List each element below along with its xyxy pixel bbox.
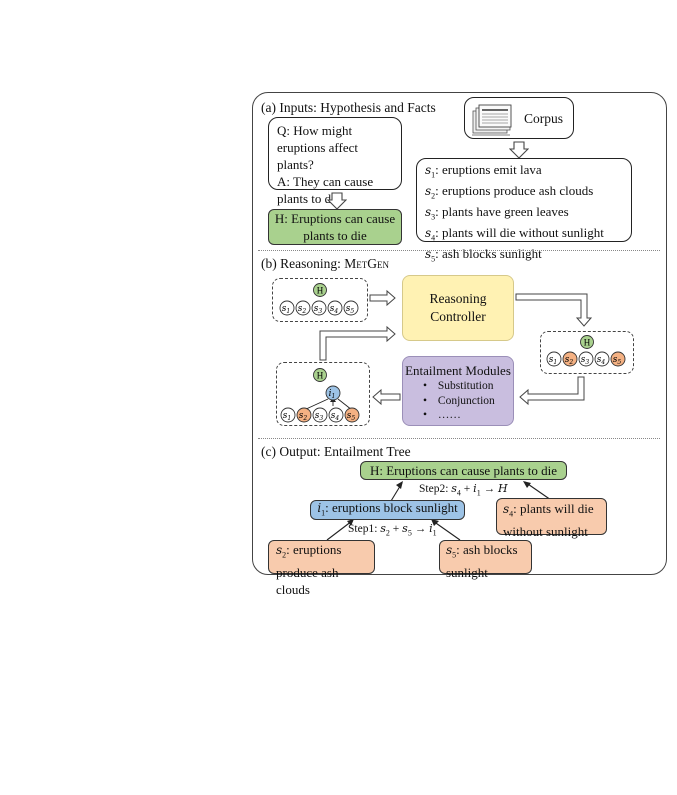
step2-label: Step2: s4 + i1 → H bbox=[419, 482, 508, 498]
fact-node-label: s1 bbox=[282, 304, 290, 315]
left-arrow-icon bbox=[372, 388, 401, 406]
node-i1 bbox=[325, 385, 341, 401]
bent-arrow-icon bbox=[319, 325, 396, 361]
fact-node-label: s5 bbox=[613, 355, 622, 366]
fact-node bbox=[546, 351, 562, 367]
fact-item: s3: plants have green leaves bbox=[425, 204, 569, 222]
node-h bbox=[313, 283, 327, 297]
newspaper-stack-icon bbox=[472, 104, 512, 136]
fact-node-label: s5 bbox=[347, 411, 356, 422]
hypothesis-text: H: Eruptions can cause plants to die bbox=[274, 211, 396, 243]
fact-node-label: s4 bbox=[330, 304, 339, 315]
section-c-title: (c) Output: Entailment Tree bbox=[261, 444, 411, 459]
node-h-label: H bbox=[317, 371, 324, 381]
fact-node bbox=[311, 300, 327, 316]
answer-text: A: They can cause plants to die bbox=[277, 174, 374, 206]
new-state-tree: H i1 s1 s2 s3 s4 s5 bbox=[280, 368, 360, 423]
modules-title: Entailment Modules bbox=[405, 363, 511, 378]
bent-arrow-icon bbox=[519, 376, 585, 406]
facts-box: s1: eruptions emit lava s2: eruptions pr… bbox=[416, 158, 632, 264]
fact-node-label: s4 bbox=[597, 355, 606, 366]
fact-node bbox=[578, 351, 594, 367]
module-item: • …… bbox=[423, 409, 461, 421]
down-arrow-icon bbox=[509, 141, 529, 159]
section-a-title: (a) Inputs: Hypothesis and Facts bbox=[261, 100, 436, 115]
section-divider bbox=[258, 438, 660, 439]
fact-item: s1: eruptions emit lava bbox=[425, 162, 542, 180]
initial-state-box bbox=[272, 278, 368, 322]
new-state-box bbox=[276, 362, 370, 426]
step1-label: Step1: s2 + s5 → i1 bbox=[348, 522, 437, 538]
figure-frame bbox=[252, 92, 667, 575]
fact-node-label: s3 bbox=[314, 304, 323, 315]
tree-leaf-s5: s5: ash blocks sunlight bbox=[439, 540, 532, 580]
down-arrow-icon bbox=[327, 192, 347, 210]
right-arrow-icon bbox=[369, 289, 396, 307]
fact-node-selected bbox=[610, 351, 626, 367]
fact-node-label: s2 bbox=[298, 304, 307, 315]
fact-node bbox=[327, 300, 343, 316]
tree-leaf-s2: s2: eruptions produce ash clouds bbox=[268, 540, 375, 597]
node-h bbox=[313, 368, 327, 382]
fact-node bbox=[312, 407, 328, 423]
tree-intermediate-i1: i1: eruptions block sunlight bbox=[310, 500, 465, 520]
node-h bbox=[580, 335, 594, 349]
fact-node bbox=[279, 300, 295, 316]
corpus-box: Corpus bbox=[464, 97, 574, 139]
fact-item: s2: eruptions produce ash clouds bbox=[425, 183, 594, 201]
selected-state-box bbox=[540, 331, 634, 374]
fact-node-label: s2 bbox=[565, 355, 574, 366]
fact-node-label: s1 bbox=[283, 411, 291, 422]
tree-root-hypothesis: H: Eruptions can cause plants to die bbox=[360, 461, 567, 480]
fact-node bbox=[328, 407, 344, 423]
module-item: • Substitution bbox=[423, 380, 494, 392]
fact-node-selected bbox=[296, 407, 312, 423]
fact-node-selected bbox=[344, 407, 360, 423]
entailment-modules: Entailment Modules • Substitution • Conj… bbox=[402, 356, 514, 426]
fact-node-label: s2 bbox=[299, 411, 308, 422]
initial-state-nodes: H s1 s2 s3 s4 s5 bbox=[279, 283, 359, 316]
node-h-label: H bbox=[584, 338, 591, 348]
section-b-title: (b) Reasoning: MetGen bbox=[261, 256, 389, 271]
fact-node bbox=[295, 300, 311, 316]
fact-node bbox=[594, 351, 610, 367]
fact-node-label: s5 bbox=[346, 304, 355, 315]
question-box: Q: How might eruptions affect plants? A:… bbox=[268, 117, 402, 206]
fact-node bbox=[343, 300, 359, 316]
hypothesis-box: H: Eruptions can cause plants to die bbox=[268, 209, 402, 245]
selected-state-nodes: H s1 s2 s3 s4 s5 bbox=[546, 335, 626, 367]
fact-item: s4: plants will die without sunlight bbox=[425, 225, 604, 243]
fact-node-label: s3 bbox=[315, 411, 324, 422]
tree-arrowheads bbox=[347, 481, 531, 526]
node-i1-label: i1 bbox=[329, 389, 336, 400]
module-item: • Conjunction bbox=[423, 395, 495, 407]
bent-arrow-icon bbox=[515, 293, 593, 327]
fact-node-selected bbox=[562, 351, 578, 367]
reasoning-controller: Reasoning Controller bbox=[402, 275, 514, 341]
fact-node-label: s3 bbox=[581, 355, 590, 366]
node-h-label: H bbox=[317, 286, 324, 296]
fact-node bbox=[280, 407, 296, 423]
tree-leaf-s4: s4: plants will die without sunlight bbox=[496, 498, 607, 539]
corpus-label: Corpus bbox=[524, 111, 564, 126]
section-divider bbox=[258, 250, 660, 251]
fact-node-label: s1 bbox=[549, 355, 557, 366]
question-text: Q: How might eruptions affect plants? bbox=[277, 123, 358, 172]
fact-node-label: s4 bbox=[331, 411, 340, 422]
